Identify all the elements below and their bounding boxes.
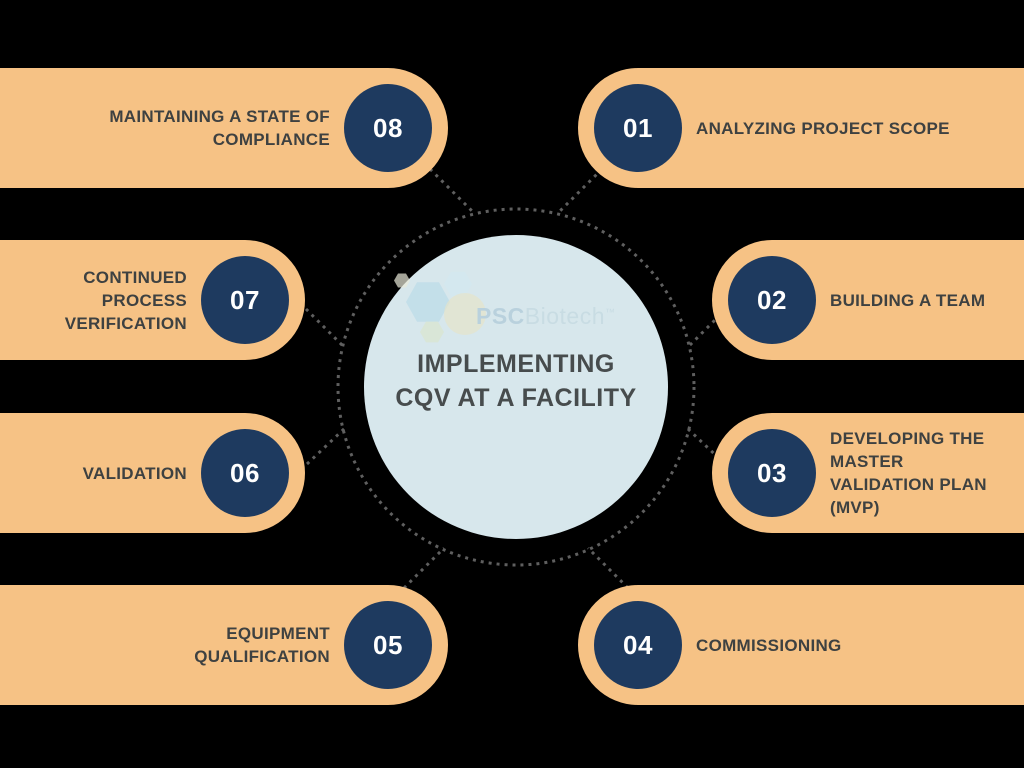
step-label-07: CONTINUED PROCESS VERIFICATION — [64, 267, 187, 333]
step-number-badge-03: 03 — [728, 429, 816, 517]
step-label-08: MAINTAINING A STATE OF COMPLIANCE — [109, 107, 330, 149]
trademark-symbol: ™ — [605, 307, 616, 319]
step-bar-06: VALIDATION 06 — [0, 413, 305, 533]
dotted-ring — [336, 207, 696, 567]
step-number-05: 05 — [373, 629, 403, 660]
step-number-08: 08 — [373, 112, 403, 143]
step-bar-08: MAINTAINING A STATE OF COMPLIANCE 08 — [0, 68, 448, 188]
connector-step-5 — [402, 546, 446, 590]
connector-step-8 — [428, 167, 475, 214]
step-label-02: BUILDING A TEAM — [830, 290, 986, 310]
step-number-badge-01: 01 — [594, 84, 682, 172]
watermark-biotech: Biotech — [524, 303, 606, 329]
connector-step-6 — [305, 426, 347, 466]
step-number-badge-06: 06 — [201, 429, 289, 517]
watermark-hexagon-icon — [394, 273, 410, 288]
step-bar-01: 01 ANALYZING PROJECT SCOPE — [578, 68, 1024, 188]
step-bar-05: EQUIPMENT QUALIFICATION 05 — [0, 585, 448, 705]
step-label-06: VALIDATION — [82, 463, 187, 483]
step-label-01: ANALYZING PROJECT SCOPE — [696, 118, 950, 138]
step-bar-04: 04 COMMISSIONING — [578, 585, 1024, 705]
watermark-logo: PSCBiotech™ — [476, 303, 616, 330]
step-number-04: 04 — [623, 629, 653, 660]
center-circle: PSCBiotech™ IMPLEMENTING CQV AT A FACILI… — [364, 235, 668, 539]
step-label-05: EQUIPMENT QUALIFICATION — [194, 624, 330, 666]
step-bar-07: CONTINUED PROCESS VERIFICATION 07 — [0, 240, 305, 360]
step-bar-03: 03 DEVELOPING THE MASTER VALIDATION PLAN… — [712, 413, 1024, 533]
diagram-title: IMPLEMENTING CQV AT A FACILITY — [395, 350, 637, 412]
watermark-psc: PSC — [476, 303, 525, 329]
connector-step-7 — [304, 307, 346, 349]
step-number-badge-07: 07 — [201, 256, 289, 344]
watermark-blob-icon — [444, 293, 486, 335]
step-number-badge-02: 02 — [728, 256, 816, 344]
watermark-hexagon-icon — [406, 282, 450, 322]
connector-step-4 — [586, 546, 630, 590]
step-number-badge-04: 04 — [594, 601, 682, 689]
step-label-03: DEVELOPING THE MASTER VALIDATION PLAN (M… — [830, 429, 987, 517]
step-number-badge-05: 05 — [344, 601, 432, 689]
watermark-hexagon-icon — [420, 321, 444, 343]
connector-step-1 — [557, 167, 604, 214]
step-number-badge-08: 08 — [344, 84, 432, 172]
step-number-02: 02 — [757, 284, 787, 315]
step-number-07: 07 — [230, 284, 260, 315]
step-number-03: 03 — [757, 457, 787, 488]
step-label-04: COMMISSIONING — [696, 635, 842, 655]
step-number-01: 01 — [623, 112, 653, 143]
step-number-06: 06 — [230, 457, 260, 488]
step-bar-02: 02 BUILDING A TEAM — [712, 240, 1024, 360]
